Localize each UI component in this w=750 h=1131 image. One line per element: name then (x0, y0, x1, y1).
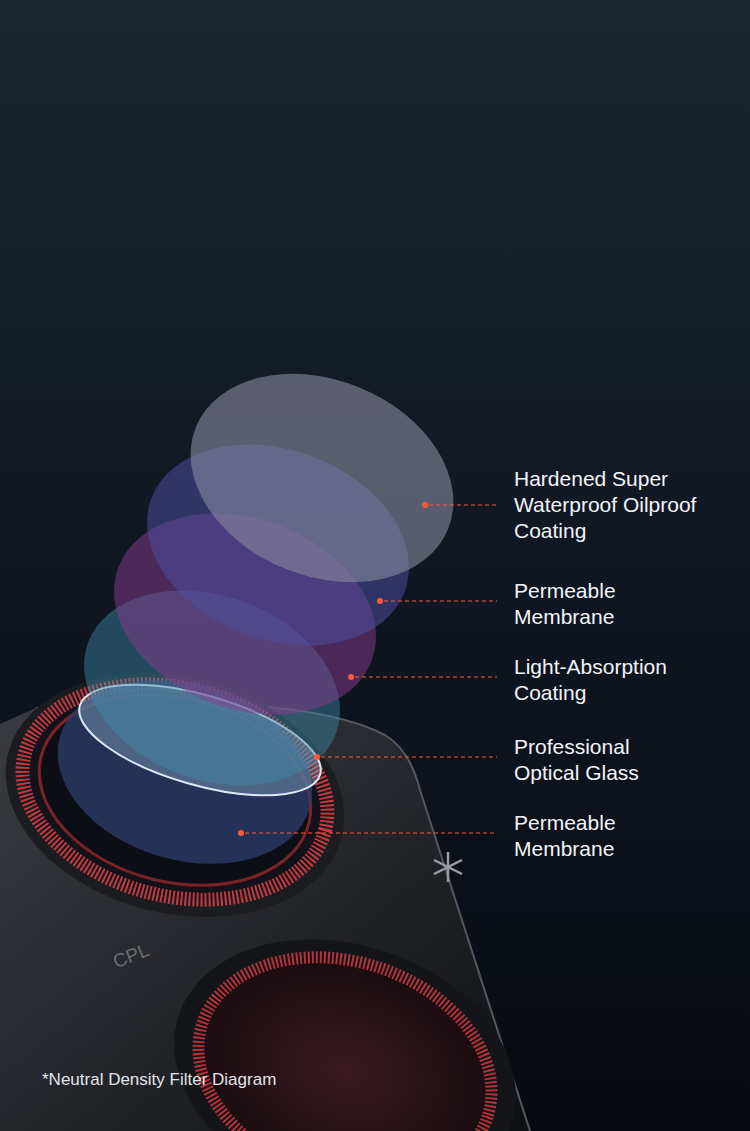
brand-logo (434, 852, 462, 882)
part-label: Hardened Super Waterproof Oilproof Coati… (514, 466, 704, 544)
leader-dots (238, 502, 428, 836)
second-filter-ring (140, 897, 550, 1131)
part-label: Light-Absorption Coating (514, 654, 699, 706)
part-label: Permeable Membrane (514, 578, 664, 630)
leader-lines (245, 505, 497, 833)
second-filter-knurl (169, 921, 521, 1131)
caption: *Neutral Density Filter Diagram (42, 1069, 276, 1091)
part-label: Permeable Membrane (514, 810, 664, 862)
part-label: Professional Optical Glass (514, 734, 674, 786)
top-coating-disk (159, 336, 485, 620)
